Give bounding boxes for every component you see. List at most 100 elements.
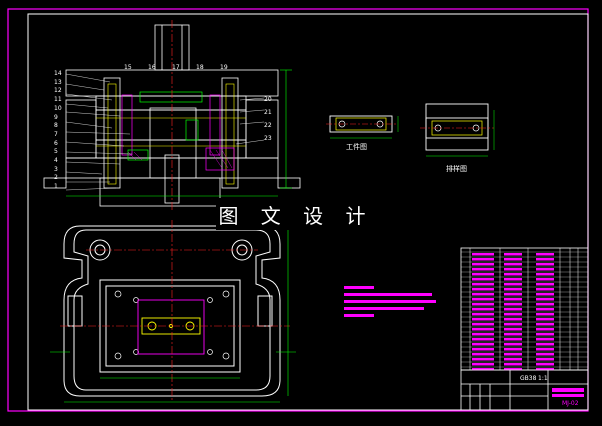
bom-row-material — [504, 358, 522, 361]
bom-row-note — [536, 293, 554, 296]
bom-row-name — [472, 258, 494, 261]
bom-row-name — [472, 348, 494, 351]
part-number-label: 16 — [148, 64, 156, 71]
section-dimensions — [66, 69, 292, 197]
bom-row-note — [536, 288, 554, 291]
bom-row-note — [536, 358, 554, 361]
bom-row-material — [504, 303, 522, 306]
bom-row-note — [536, 318, 554, 321]
bom-row-note — [536, 368, 554, 371]
bom-row-material — [504, 298, 522, 301]
bom-row-note — [536, 283, 554, 286]
title-block-scale: 1:1 — [538, 375, 548, 382]
bom-row-note — [536, 273, 554, 276]
bom-row-name — [472, 298, 494, 301]
bom-row-note — [536, 333, 554, 336]
plan-centerlines — [60, 220, 290, 400]
bom-row-note — [536, 343, 554, 346]
title-block — [460, 369, 589, 411]
bom-row-name — [472, 333, 494, 336]
bom-row-name — [472, 358, 494, 361]
bom-row-name — [472, 328, 494, 331]
bom-row-material — [504, 343, 522, 346]
bom-row-note — [536, 298, 554, 301]
bom-row-name — [472, 253, 494, 256]
bom-row-name — [472, 273, 494, 276]
bom-row-name — [472, 293, 494, 296]
bom-row-material — [504, 308, 522, 311]
bom-row-material — [504, 263, 522, 266]
title-block-name-2 — [552, 394, 584, 397]
bom-row-note — [536, 353, 554, 356]
bom-row-material — [504, 253, 522, 256]
bom-row-name — [472, 313, 494, 316]
part-drawing-label: 工件图 — [346, 143, 367, 151]
layout-drawing — [420, 103, 495, 157]
part-number-label: 3 — [54, 165, 58, 173]
bom-row-note — [536, 253, 554, 256]
bom-row-note — [536, 328, 554, 331]
bom-row-material — [504, 278, 522, 281]
section-guide-bushes — [127, 91, 203, 161]
bom-row-material — [504, 288, 522, 291]
bom-row-name — [472, 343, 494, 346]
title-block-standard: GB38 — [520, 375, 537, 382]
bom-row-material — [504, 333, 522, 336]
bom-rows — [461, 251, 588, 371]
bom-row-name — [472, 323, 494, 326]
part-number-label: 19 — [220, 64, 228, 71]
bom-row-note — [536, 348, 554, 351]
technical-requirements — [344, 286, 436, 317]
bom-row-material — [504, 273, 522, 276]
bom-row-name — [472, 308, 494, 311]
bom-row-material — [504, 318, 522, 321]
drawing-frame — [27, 13, 589, 411]
bom-row-material — [504, 328, 522, 331]
bom-row-note — [536, 323, 554, 326]
part-number-label: 17 — [172, 64, 180, 71]
bom-row-name — [472, 368, 494, 371]
watermark: 图 文 设 计 — [216, 198, 376, 230]
part-number-label: 2 — [54, 174, 58, 182]
bom-row-note — [536, 278, 554, 281]
bom-row-note — [536, 308, 554, 311]
bom-row-name — [472, 263, 494, 266]
part-number-label: 13 — [54, 78, 62, 86]
part-number-label: 15 — [124, 64, 132, 71]
bom-row-name — [472, 278, 494, 281]
bom-row-name — [472, 338, 494, 341]
part-number-label: 9 — [54, 113, 58, 121]
bom-row-note — [536, 263, 554, 266]
part-drawing — [326, 115, 399, 139]
section-springs — [121, 94, 235, 171]
bom-row-note — [536, 258, 554, 261]
part-number-label: 5 — [54, 148, 58, 156]
bom-row-material — [504, 368, 522, 371]
bom-row-note — [536, 303, 554, 306]
bom-row-material — [504, 313, 522, 316]
part-number-label: 4 — [54, 157, 58, 164]
title-block-name — [552, 388, 584, 392]
bom-row-note — [536, 268, 554, 271]
part-number-label: 23 — [264, 135, 272, 142]
bom-row-name — [472, 288, 494, 291]
part-number-label: 14 — [54, 70, 62, 77]
bom-row-material — [504, 348, 522, 351]
bom-row-material — [504, 323, 522, 326]
bom-row-name — [472, 363, 494, 366]
bom-row-name — [472, 318, 494, 321]
bom-row-material — [504, 353, 522, 356]
drawing-number: MJ-02 — [562, 400, 579, 407]
bom-row-name — [472, 283, 494, 286]
part-number-label: 20 — [264, 96, 272, 103]
part-number-label: 11 — [54, 96, 62, 104]
plan-dimensions — [50, 226, 296, 403]
part-number-label: 8 — [54, 122, 58, 130]
part-number-label: 1 — [54, 183, 58, 191]
section-hatching — [127, 149, 233, 169]
part-number-label: 12 — [54, 87, 62, 95]
part-number-label: 21 — [264, 109, 272, 116]
bom-row-note — [536, 313, 554, 316]
bom-row-material — [504, 268, 522, 271]
